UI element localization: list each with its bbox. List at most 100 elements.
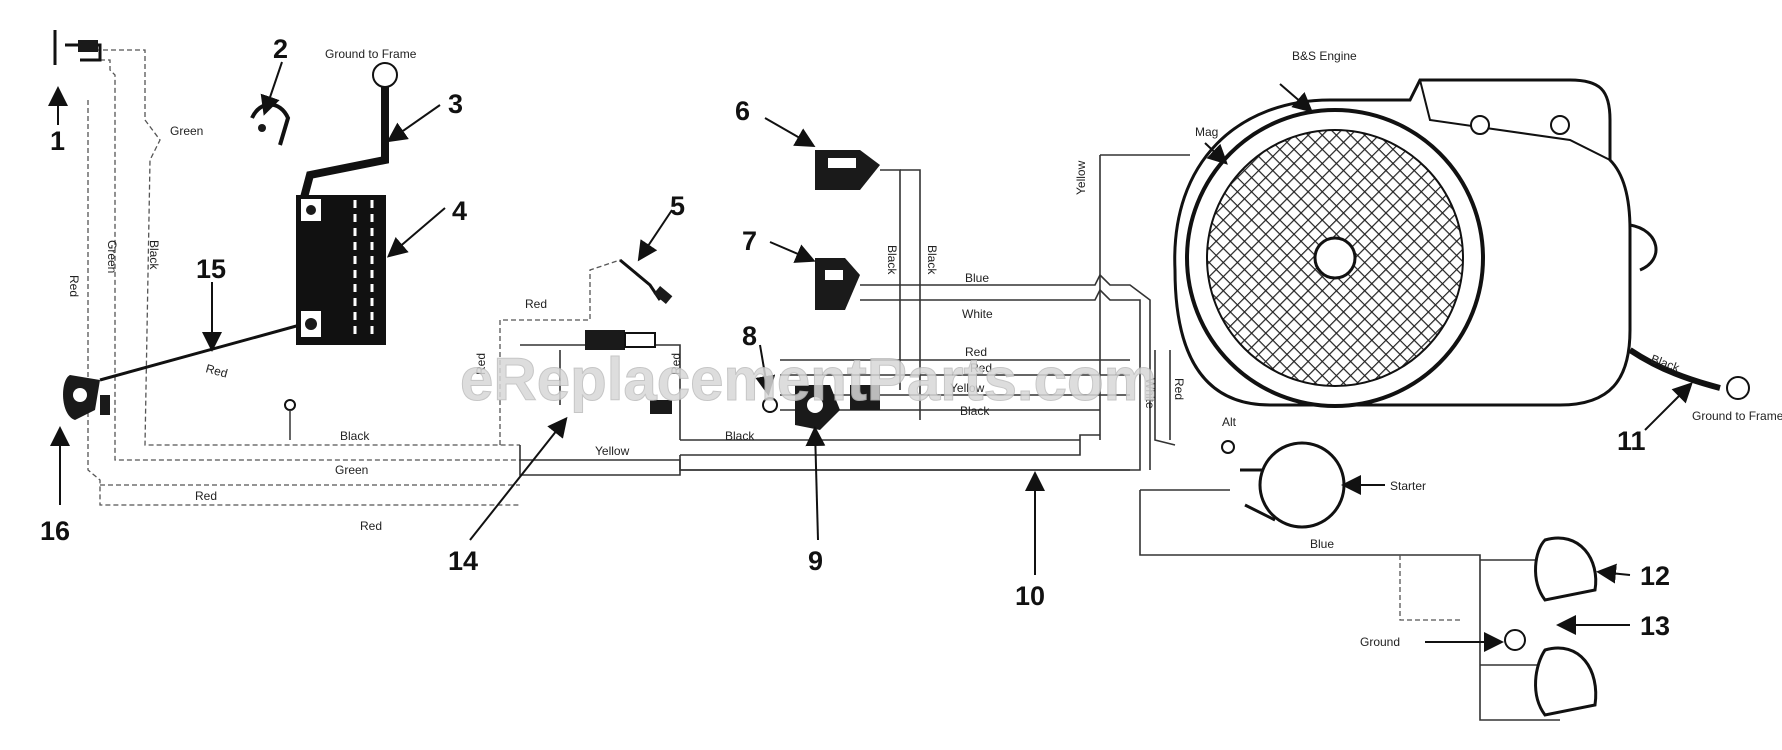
wire-label-black-harness: Black — [960, 404, 990, 418]
wire-label-green-top: Green — [170, 124, 203, 138]
wire-label-black-left: Black — [147, 240, 161, 270]
wire-label-red-harness2: Red — [970, 361, 992, 375]
callout-4: 4 — [452, 196, 467, 226]
wire-white-vert — [1154, 350, 1176, 446]
wire-red-left — [87, 100, 520, 506]
wire-black-run — [680, 380, 1141, 471]
wire-label-yellow-mid: Yellow — [595, 444, 630, 458]
leader-8 — [755, 344, 776, 396]
part-4-battery — [296, 195, 386, 345]
ground-terminal-right — [1726, 376, 1750, 400]
wire-label-white-vert: White — [1143, 378, 1157, 409]
wire-ground-lights — [1399, 555, 1460, 621]
wire-white-upper — [860, 288, 1141, 380]
wire-label-blue-upper: Blue — [965, 271, 989, 285]
wire-label-yellow-harness: Yellow — [950, 381, 985, 395]
leader-14 — [469, 416, 568, 541]
part-7-switch — [815, 258, 860, 310]
wire-label-red-vert: Red — [1172, 378, 1186, 400]
leader-7 — [769, 241, 816, 263]
callout-12: 12 — [1640, 561, 1670, 591]
wire-harness-left — [520, 344, 681, 440]
wire-label-red-battery: Red — [204, 361, 229, 380]
wire-label-black-mid: Black — [725, 429, 755, 443]
part-2-ground-symbol-left — [284, 399, 296, 440]
label-alt: Alt — [1222, 415, 1237, 429]
leader-4 — [386, 207, 446, 258]
leader-12 — [1596, 563, 1631, 584]
wire-label-red-harness1: Red — [965, 345, 987, 359]
wire-blue-bottom — [1139, 490, 1560, 721]
wire-label-black-vert2: Black — [925, 245, 939, 275]
label-ground-to-frame-top: Ground to Frame — [325, 47, 417, 61]
part-5-spark-plug — [619, 258, 673, 304]
callout-3: 3 — [448, 89, 463, 119]
wire-label-black-bottom: Black — [340, 429, 370, 443]
wire-label-red-bottom1: Red — [195, 489, 217, 503]
label-engine: B&S Engine — [1292, 49, 1357, 63]
engine — [1173, 78, 1658, 408]
callout-10: 10 — [1015, 581, 1045, 611]
callout-7: 7 — [742, 226, 757, 256]
wire-label-green-bottom: Green — [335, 463, 368, 477]
callout-16: 16 — [40, 516, 70, 546]
part-8-terminal — [762, 397, 778, 413]
callout-11: 11 — [1617, 426, 1646, 456]
part-9-switch — [795, 385, 880, 430]
leader-11 — [1644, 382, 1693, 431]
callout-13: 13 — [1640, 611, 1670, 641]
wire-black-vert2 — [900, 169, 921, 420]
leader-engine — [1279, 83, 1314, 113]
wire-green-left — [100, 59, 520, 461]
wire-blue-upper — [860, 273, 1151, 470]
part-1-connector — [53, 30, 102, 65]
wire-yellow-run — [680, 434, 1100, 456]
leader-6 — [764, 117, 816, 147]
part-3-ground-cable — [298, 62, 398, 207]
wire-black-left — [95, 49, 520, 446]
leader-9 — [805, 426, 826, 541]
part-15-battery-cable — [99, 323, 301, 382]
wire-engine-ground — [1628, 347, 1721, 391]
part-13-light — [1534, 646, 1598, 717]
ground-terminal-bottom — [1504, 629, 1526, 651]
wire-label-red-mid: Red — [525, 297, 547, 311]
callout-14: 14 — [448, 546, 478, 576]
part-14-solenoid — [585, 330, 672, 414]
wire-label-black-vert1: Black — [885, 245, 899, 275]
part-6-switch — [815, 150, 880, 190]
part-2-clip — [250, 102, 291, 146]
callout-2: 2 — [273, 34, 288, 64]
part-16-ignition-switch — [63, 375, 110, 420]
label-ground-bottom: Ground — [1360, 635, 1400, 649]
wire-label-yellow-vert: Yellow — [1074, 160, 1088, 195]
callout-5: 5 — [670, 191, 685, 221]
callout-6: 6 — [735, 96, 750, 126]
wire-yellow-mag — [1099, 154, 1190, 440]
callout-15: 15 — [196, 254, 226, 284]
wire-label-red-bottom2: Red — [360, 519, 382, 533]
wire-label-red-small-left: Red — [474, 353, 488, 375]
starter — [1240, 441, 1346, 529]
callout-9: 9 — [808, 546, 823, 576]
wire-label-blue-bottom: Blue — [1310, 537, 1334, 551]
wire-label-red-small-right: Red — [669, 353, 683, 375]
leader-5 — [637, 209, 673, 262]
leader-mag — [1204, 142, 1228, 165]
alt-terminal — [1221, 440, 1235, 454]
wire-label-green-left: Green — [105, 240, 119, 273]
callout-1: 1 — [50, 126, 65, 156]
wire-label-red-left: Red — [67, 275, 81, 297]
wire-red-mid — [499, 259, 621, 445]
wire-label-white-upper: White — [962, 307, 993, 321]
callout-8: 8 — [742, 321, 757, 351]
leader-2 — [260, 61, 283, 116]
leader-3 — [386, 104, 441, 143]
label-ground-to-frame-right: Ground to Frame — [1692, 409, 1782, 423]
wire-green-run — [520, 459, 1130, 471]
part-12-light — [1534, 536, 1598, 602]
label-mag: Mag — [1195, 125, 1218, 139]
label-starter: Starter — [1390, 479, 1426, 493]
